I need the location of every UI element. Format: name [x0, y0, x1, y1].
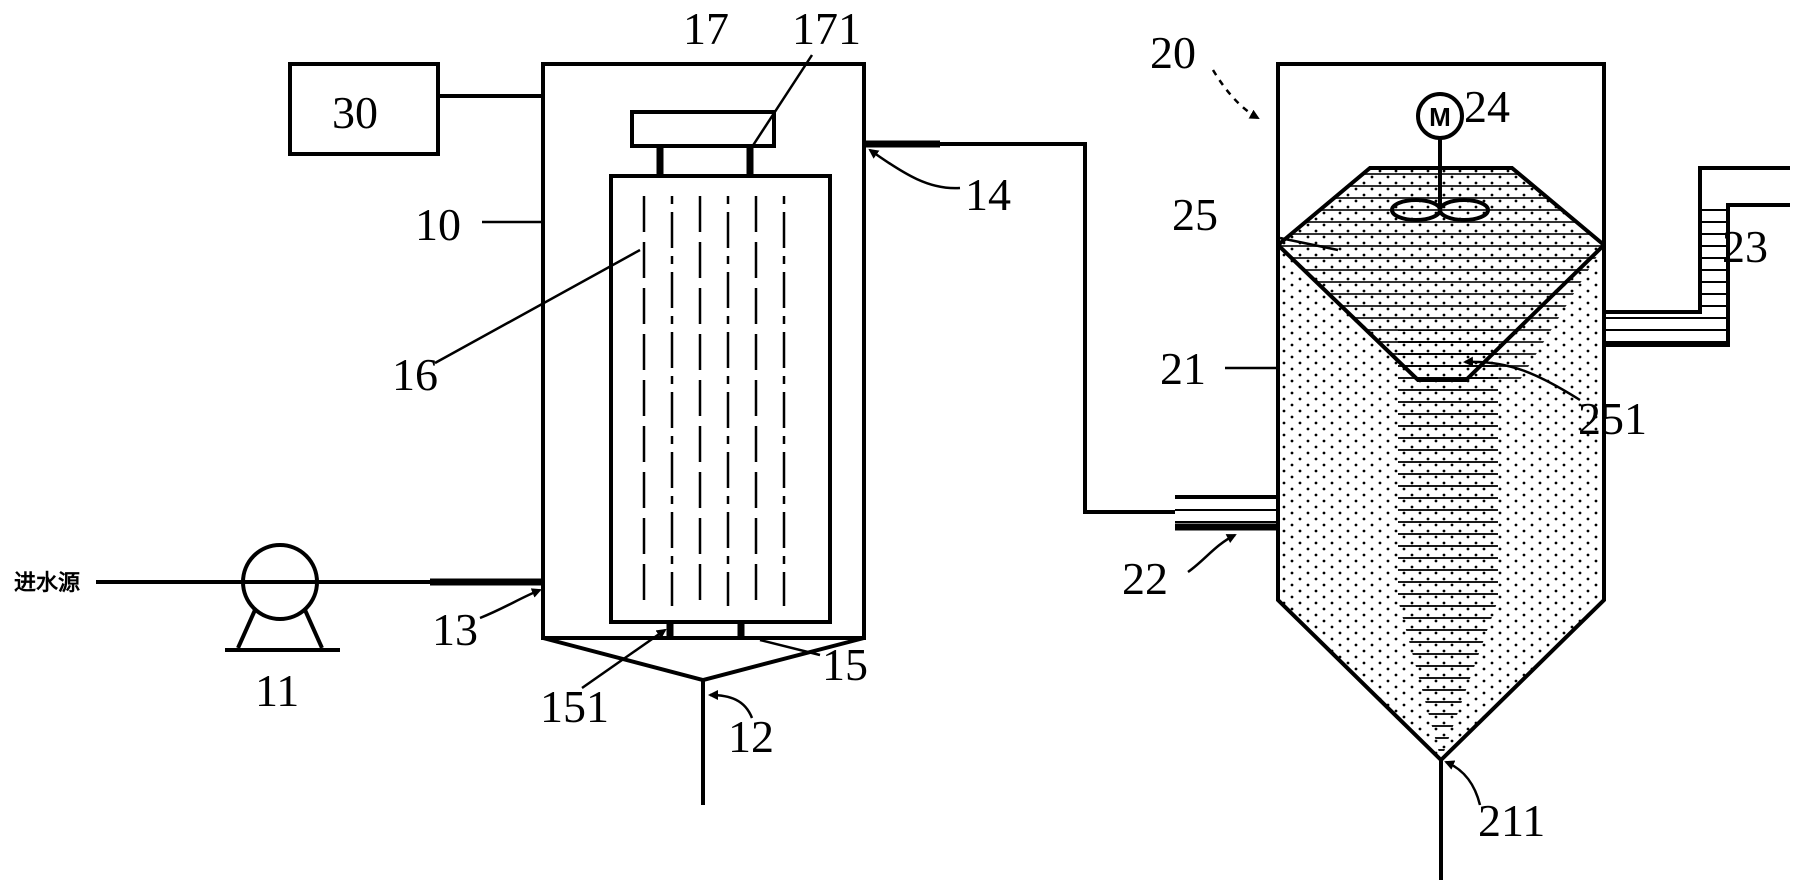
leader-25: [1279, 236, 1339, 252]
tank-10: [541, 62, 866, 640]
label-13: 13: [432, 604, 478, 655]
label-24: 24: [1464, 81, 1510, 132]
arrow-211: [1444, 760, 1482, 806]
label-14: 14: [965, 169, 1011, 220]
label-16: 16: [392, 349, 438, 400]
component-17: [630, 110, 776, 148]
label-251: 251: [1578, 393, 1647, 444]
label-10: 10: [415, 199, 461, 250]
tank-bottom-cone-15: [542, 636, 865, 683]
label-30: 30: [332, 87, 378, 138]
arrow-12: [708, 690, 754, 719]
label-151: 151: [540, 681, 609, 732]
vessel-body-hatch: [1398, 330, 1498, 760]
label-211: 211: [1478, 795, 1545, 846]
vessel-20-top-box: [1276, 62, 1606, 245]
label-water-source: 进水源: [14, 571, 80, 596]
membrane-lines: [642, 196, 786, 606]
label-15: 15: [822, 639, 868, 690]
arrow-14: [868, 148, 961, 190]
leader-151: [581, 628, 667, 690]
membrane-module-16: [609, 174, 832, 624]
funnel-251: [1276, 243, 1606, 382]
label-21: 21: [1160, 343, 1206, 394]
label-22: 22: [1122, 553, 1168, 604]
leader-171: [748, 54, 814, 151]
arrow-251: [1463, 356, 1581, 402]
pump-base-11: [236, 609, 257, 649]
arrow-20: [1211, 69, 1260, 120]
pump-11: [241, 543, 319, 621]
label-20: 20: [1150, 27, 1196, 78]
stirrer-blade-right: [1438, 198, 1490, 222]
outlet-23-inner: [1604, 166, 1790, 314]
label-12: 12: [728, 711, 774, 762]
outlet-23-fill: [1604, 205, 1728, 345]
motor-letter: M: [1429, 102, 1451, 132]
arrow-13: [479, 588, 542, 620]
label-17: 17: [683, 3, 729, 54]
label-23: 23: [1722, 221, 1768, 272]
leader-16: [434, 248, 641, 365]
inlet-22-fill: [1175, 497, 1278, 527]
label-25: 25: [1172, 189, 1218, 240]
label-11: 11: [255, 665, 299, 716]
controller-box-30: [288, 62, 440, 156]
leader-15: [759, 638, 821, 657]
outlet-23-outer: [1604, 203, 1790, 347]
label-171: 171: [792, 3, 861, 54]
transfer-pipe: [940, 142, 1175, 514]
pump-base-11-b: [303, 609, 324, 649]
arrow-22: [1187, 533, 1237, 574]
